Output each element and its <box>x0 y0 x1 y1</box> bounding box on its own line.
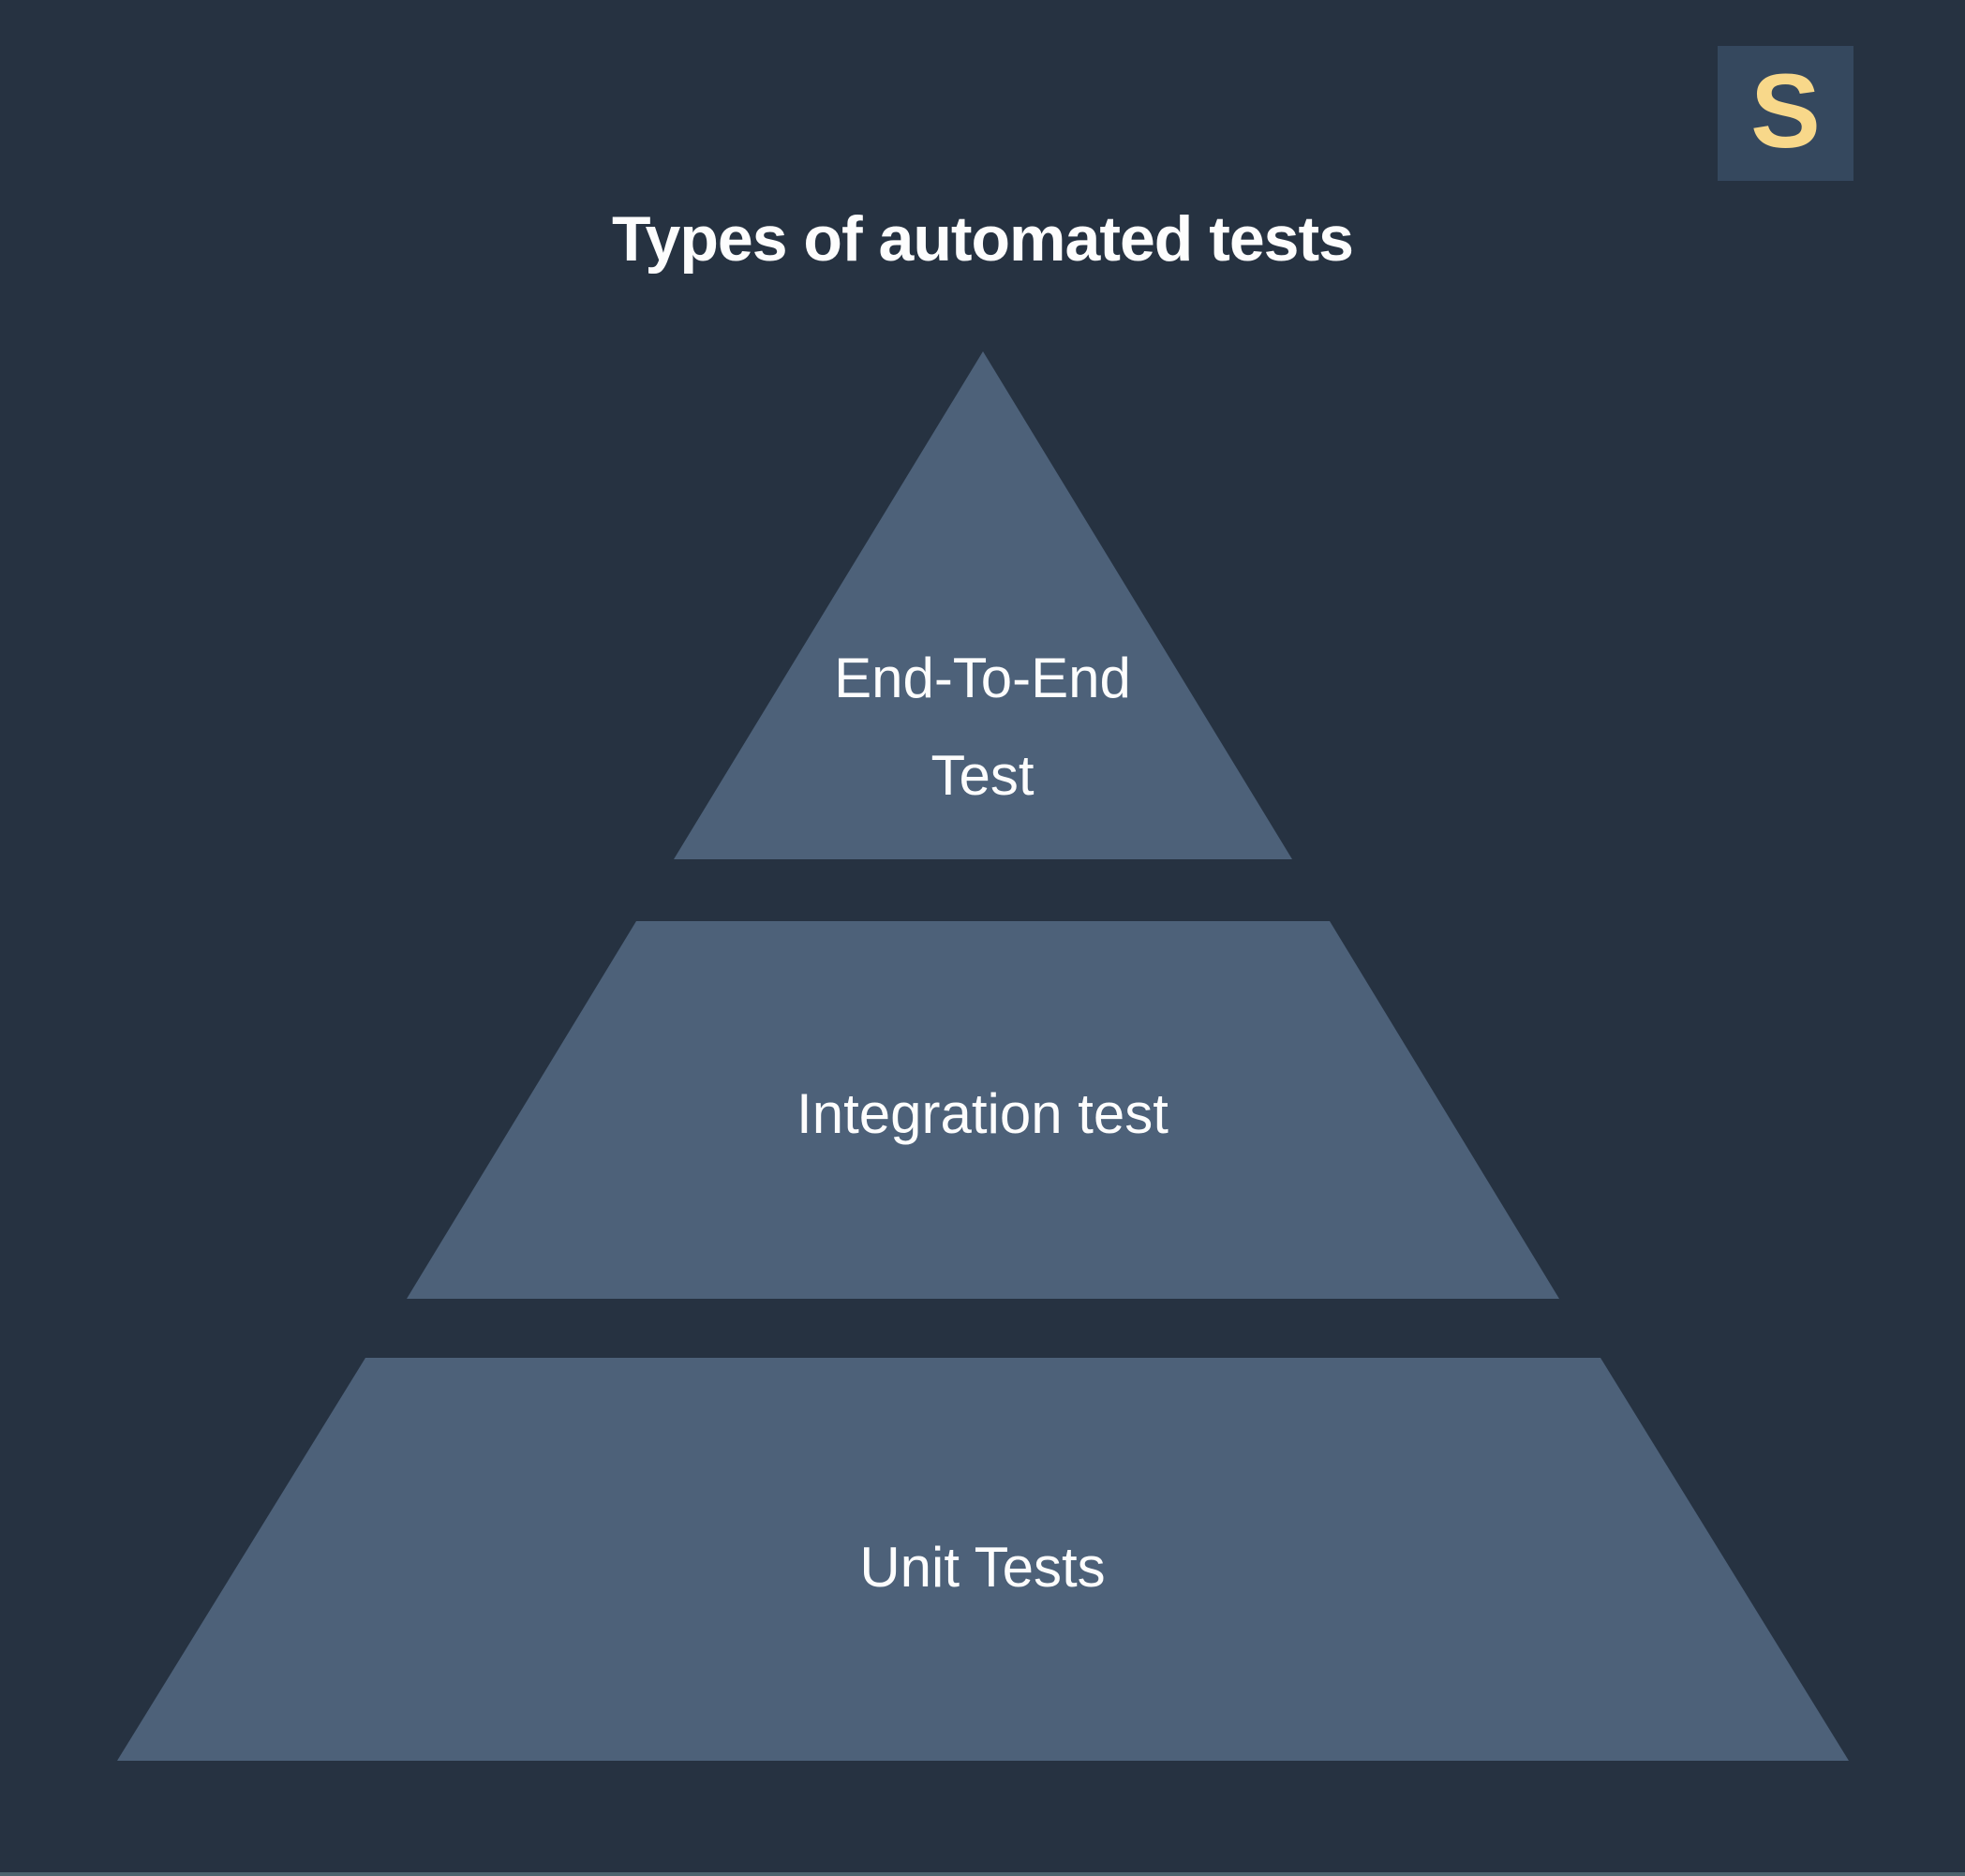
label-unit-line1: Unit Tests <box>859 1536 1106 1599</box>
label-integration-line1: Integration test <box>796 1082 1169 1145</box>
logo-badge: S <box>1718 46 1853 181</box>
label-unit: Unit Tests <box>0 1519 1965 1616</box>
pyramid-level-unit <box>117 1358 1849 1761</box>
bottom-edge-strip <box>0 1872 1965 1876</box>
logo-letter: S <box>1750 52 1821 170</box>
label-end-to-end: End-To-End Test <box>0 630 1965 825</box>
pyramid-level-integration <box>407 921 1559 1299</box>
label-end-to-end-line1: End-To-End <box>834 647 1131 709</box>
page-title: Types of automated tests <box>612 203 1354 275</box>
pyramid-level-end-to-end <box>674 351 1292 859</box>
label-integration: Integration test <box>0 1065 1965 1163</box>
label-end-to-end-line2: Test <box>930 744 1035 807</box>
